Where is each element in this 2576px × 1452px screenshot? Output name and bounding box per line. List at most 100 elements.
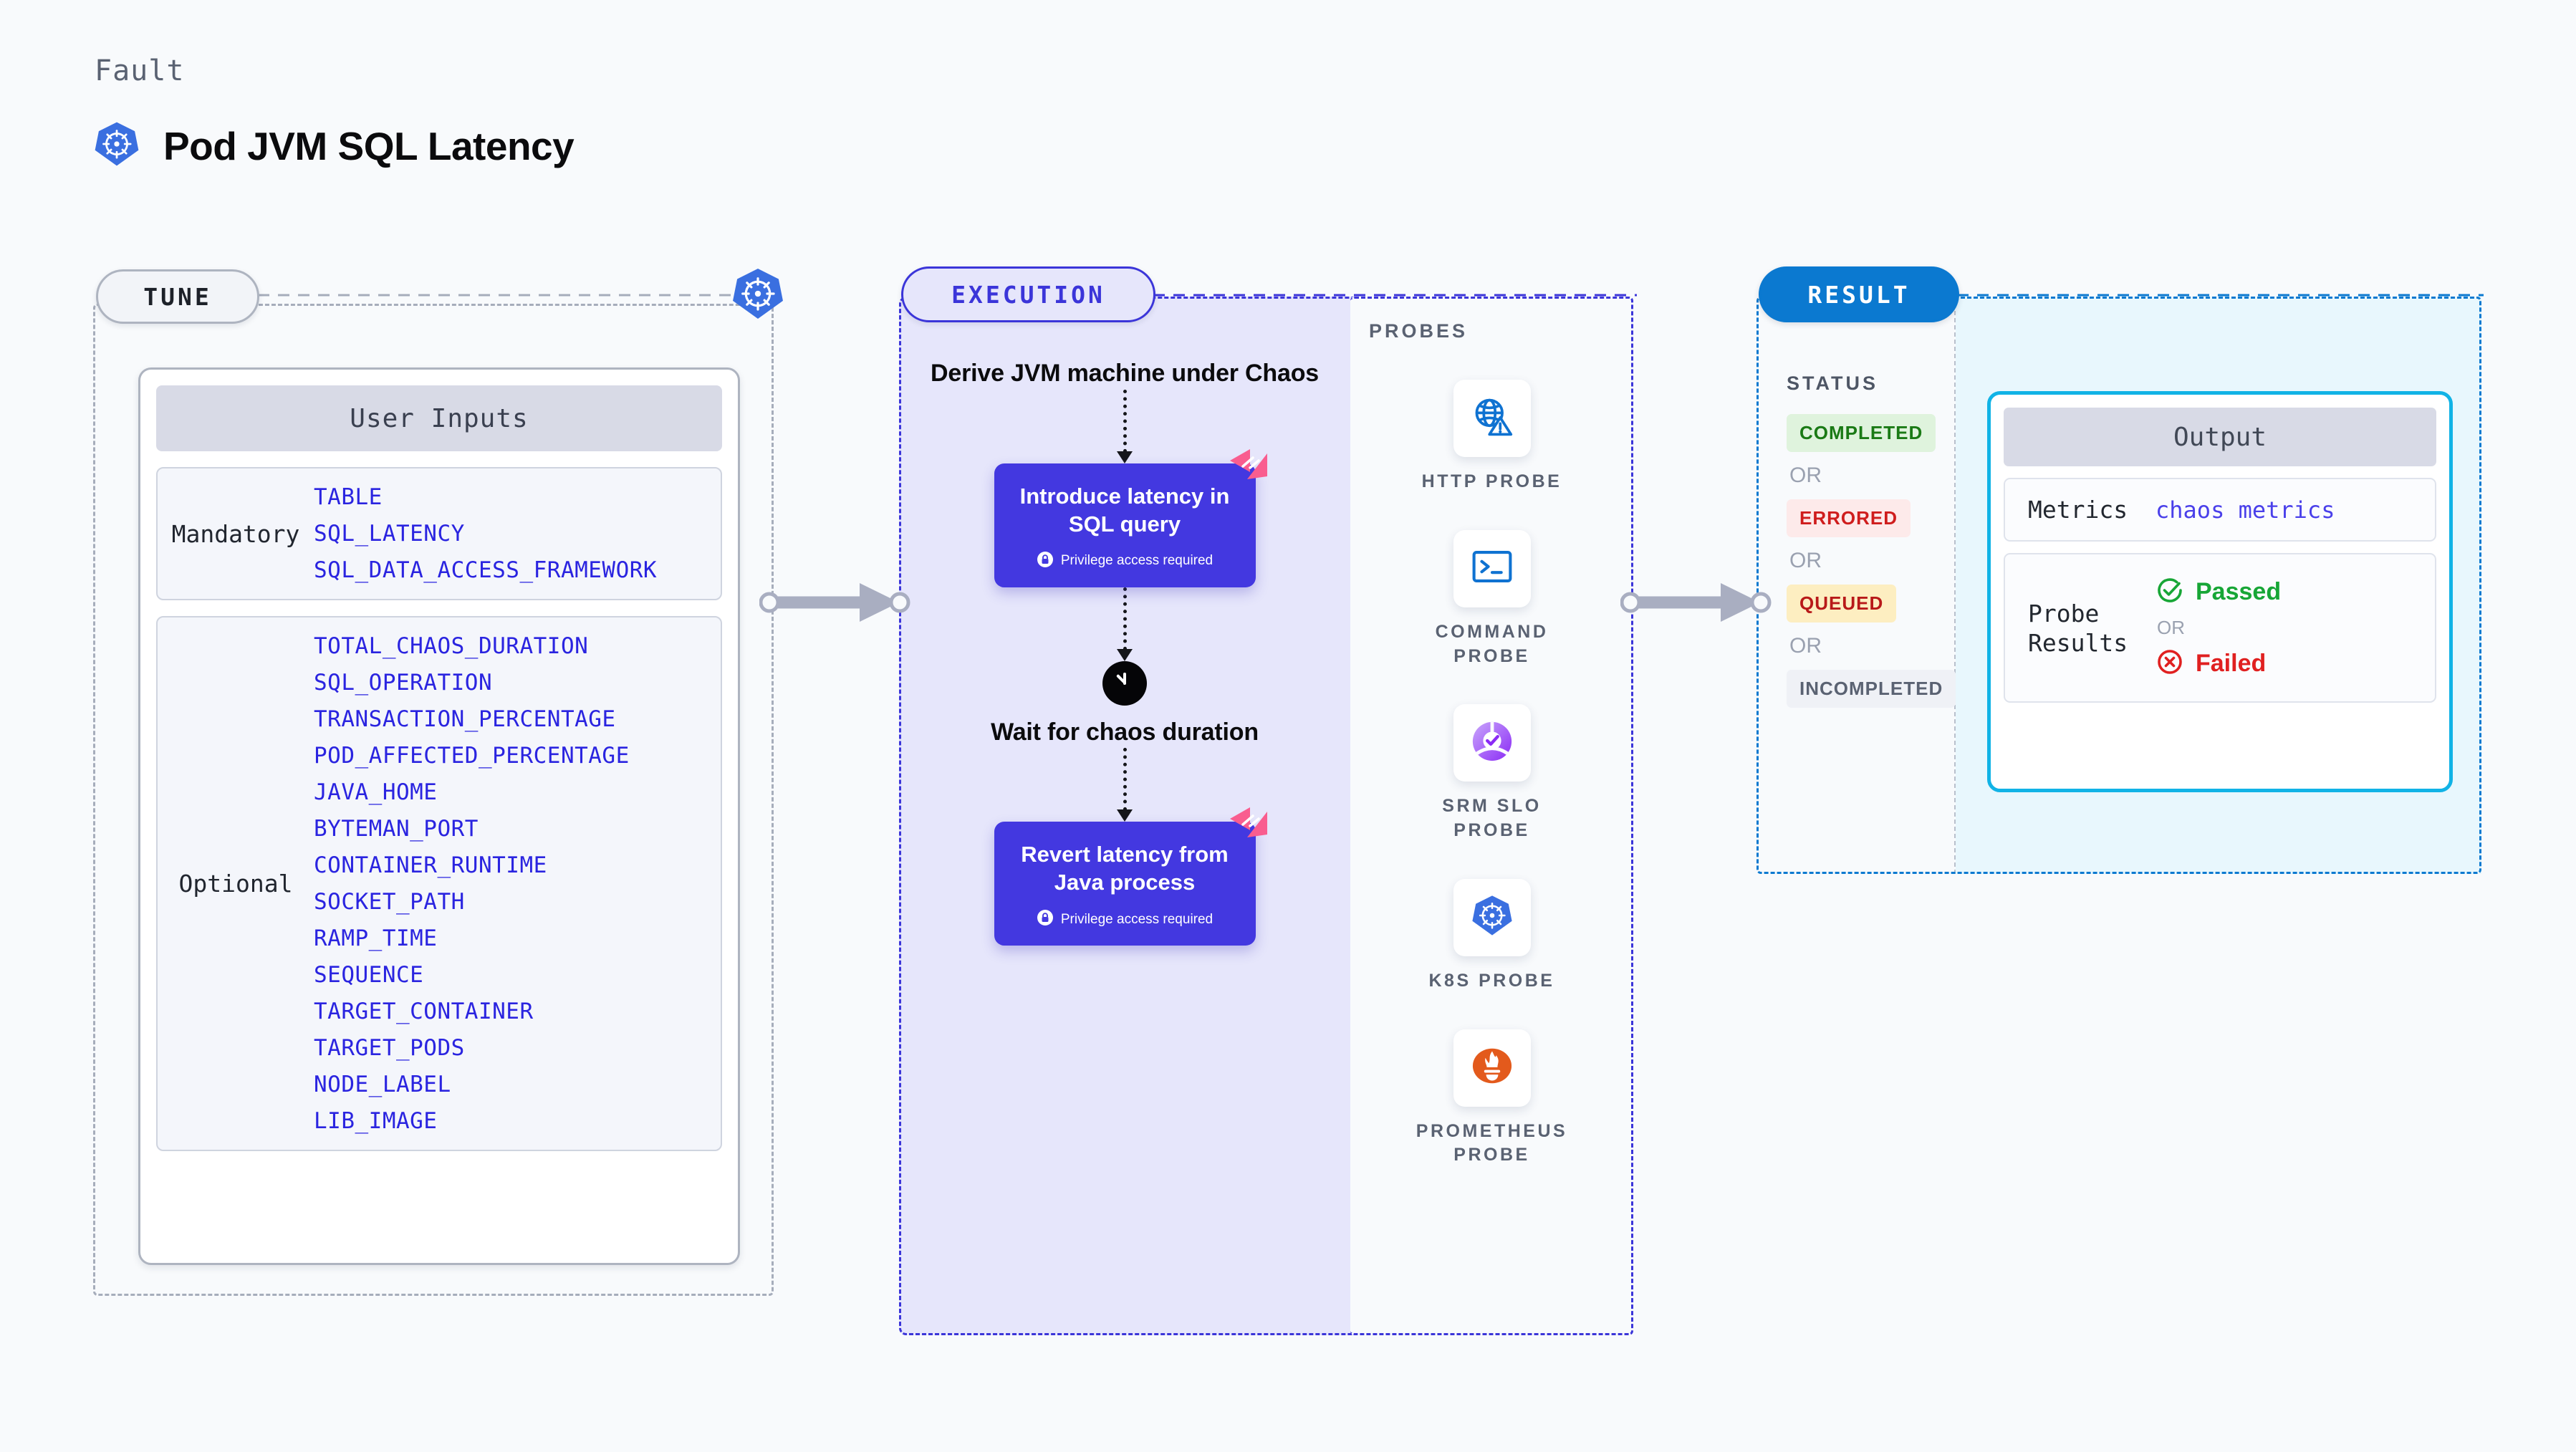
probe-item-http[interactable]: HTTP PROBE [1403, 380, 1582, 494]
status-badge-completed: COMPLETED [1787, 414, 1936, 452]
output-card: Output Metrics chaos metrics Probe Resul… [1987, 391, 2453, 792]
probe-icon-card [1453, 1029, 1531, 1107]
tune-kubernetes-icon [731, 266, 785, 324]
probe-icon-card [1453, 878, 1531, 956]
probe-icon-card [1453, 380, 1531, 457]
probe-label: HTTP PROBE [1421, 471, 1562, 491]
mandatory-group-label: Mandatory [171, 519, 300, 548]
status-list: COMPLETED OR ERRORED OR QUEUED OR INCOMP… [1787, 414, 1956, 708]
terminal-icon [1471, 548, 1513, 589]
param-item[interactable]: NODE_LABEL [314, 1072, 451, 1097]
param-item[interactable]: TARGET_CONTAINER [314, 999, 534, 1024]
output-row-probe-results: Probe Results Passed OR [2004, 553, 2436, 703]
optional-param-list: TOTAL_CHAOS_DURATION SQL_OPERATION TRANS… [314, 633, 721, 1134]
flow-arrow-1 [1117, 389, 1133, 463]
status-or-label: OR [1789, 463, 1822, 487]
flow-arrow-2 [1117, 587, 1133, 661]
param-item[interactable]: RAMP_TIME [314, 925, 438, 951]
privilege-note-row: Privilege access required [1037, 551, 1213, 572]
privilege-note-label: Privilege access required [1060, 911, 1213, 927]
param-item[interactable]: SQL_DATA_ACCESS_FRAMEWORK [314, 557, 658, 583]
tune-stage-frame [93, 304, 774, 1296]
probe-label: K8S PROBE [1428, 970, 1555, 991]
probes-section-title: PROBES [1369, 320, 1469, 342]
output-card-title: Output [2004, 408, 2436, 466]
lock-icon [1037, 551, 1054, 572]
execution-dashed-connector [1153, 294, 1637, 297]
probe-label: PROMETHEUS PROBE [1416, 1120, 1568, 1165]
result-dashed-connector [1957, 294, 2484, 297]
probes-list: HTTP PROBE COMMAND PROBE [1350, 380, 1633, 1168]
probe-label: SRM SLO PROBE [1442, 796, 1542, 840]
probe-result-passed-label: Passed [2196, 578, 2282, 606]
param-item[interactable]: SQL_LATENCY [314, 521, 465, 547]
probe-item-command[interactable]: COMMAND PROBE [1403, 529, 1582, 669]
probe-result-failed: Failed [2156, 648, 2281, 680]
flow-arrow-3 [1117, 748, 1133, 822]
execution-action-introduce-latency[interactable]: Introduce latency in SQL query Privilege… [994, 448, 1267, 587]
result-stage-pill[interactable]: RESULT [1759, 266, 1959, 322]
privilege-note-row: Privilege access required [1037, 909, 1213, 930]
fault-eyebrow-label: Fault [95, 54, 185, 87]
clock-icon [1102, 660, 1147, 706]
probe-result-failed-label: Failed [2196, 650, 2267, 678]
mandatory-input-group: Mandatory TABLE SQL_LATENCY SQL_DATA_ACC… [156, 467, 722, 600]
check-circle-icon [2156, 576, 2184, 608]
page-title: Pod JVM SQL Latency [163, 123, 575, 168]
optional-group-label: Optional [178, 870, 293, 898]
tune-stage-pill[interactable]: TUNE [96, 269, 259, 324]
privilege-note-label: Privilege access required [1060, 553, 1213, 569]
param-item[interactable]: TARGET_PODS [314, 1035, 465, 1061]
execution-stage-pill[interactable]: EXECUTION [901, 266, 1155, 322]
status-or-label: OR [1789, 549, 1822, 572]
probe-item-srm-slo[interactable]: SRM SLO PROBE [1403, 704, 1582, 843]
output-metrics-value[interactable]: chaos metrics [2156, 496, 2335, 524]
probe-icon-card [1453, 529, 1531, 607]
kubernetes-icon [1471, 894, 1514, 941]
globe-warning-icon [1471, 395, 1514, 442]
execution-action-revert-latency[interactable]: Revert latency from Java process Privile… [994, 807, 1267, 946]
probe-result-or-label: OR [2157, 617, 2185, 639]
param-item[interactable]: POD_AFFECTED_PERCENTAGE [314, 743, 630, 769]
srm-slo-icon [1470, 719, 1514, 767]
status-badge-incompleted: INCOMPLETED [1787, 670, 1956, 708]
param-item[interactable]: SEQUENCE [314, 962, 424, 988]
output-metrics-label: Metrics [2028, 496, 2128, 524]
page-title-row: Pod JVM SQL Latency [93, 120, 575, 171]
execution-step-derive-label: Derive JVM machine under Chaos [931, 360, 1319, 387]
result-stage-frame [1756, 297, 2481, 874]
probe-icon-card [1453, 704, 1531, 782]
harness-logo-icon [1229, 448, 1269, 484]
param-item[interactable]: SQL_OPERATION [314, 670, 493, 696]
probe-item-k8s[interactable]: K8S PROBE [1403, 878, 1582, 994]
optional-input-group: Optional TOTAL_CHAOS_DURATION SQL_OPERAT… [156, 616, 722, 1151]
probes-stage-frame [1350, 297, 1633, 1335]
param-item[interactable]: LIB_IMAGE [314, 1108, 438, 1134]
status-or-label: OR [1789, 634, 1822, 658]
tune-dashed-connector [258, 294, 738, 297]
probe-results-values: Passed OR Failed [2156, 576, 2281, 680]
execution-action-label: Revert latency from Java process [1021, 842, 1229, 895]
user-inputs-card: User Inputs Mandatory TABLE SQL_LATENCY … [138, 367, 740, 1265]
probe-item-prometheus[interactable]: PROMETHEUS PROBE [1403, 1029, 1582, 1168]
execution-step-wait-label: Wait for chaos duration [991, 718, 1259, 746]
harness-logo-icon [1229, 806, 1269, 842]
param-item[interactable]: JAVA_HOME [314, 779, 438, 805]
probe-label: COMMAND PROBE [1435, 621, 1549, 666]
mandatory-param-list: TABLE SQL_LATENCY SQL_DATA_ACCESS_FRAMEW… [314, 484, 721, 583]
param-item[interactable]: SOCKET_PATH [314, 889, 465, 915]
status-badge-errored: ERRORED [1787, 499, 1911, 537]
execution-to-result-connector [1620, 583, 1772, 622]
param-item[interactable]: TOTAL_CHAOS_DURATION [314, 633, 589, 659]
execution-action-label: Introduce latency in SQL query [1019, 483, 1230, 537]
status-badge-queued: QUEUED [1787, 585, 1897, 622]
user-inputs-card-title: User Inputs [156, 385, 722, 451]
status-section-title: STATUS [1787, 372, 1878, 394]
param-item[interactable]: TRANSACTION_PERCENTAGE [314, 706, 616, 732]
lock-icon [1037, 909, 1054, 930]
kubernetes-icon [93, 120, 140, 171]
param-item[interactable]: TABLE [314, 484, 383, 510]
x-circle-icon [2156, 648, 2184, 680]
param-item[interactable]: CONTAINER_RUNTIME [314, 852, 547, 878]
param-item[interactable]: BYTEMAN_PORT [314, 816, 479, 842]
